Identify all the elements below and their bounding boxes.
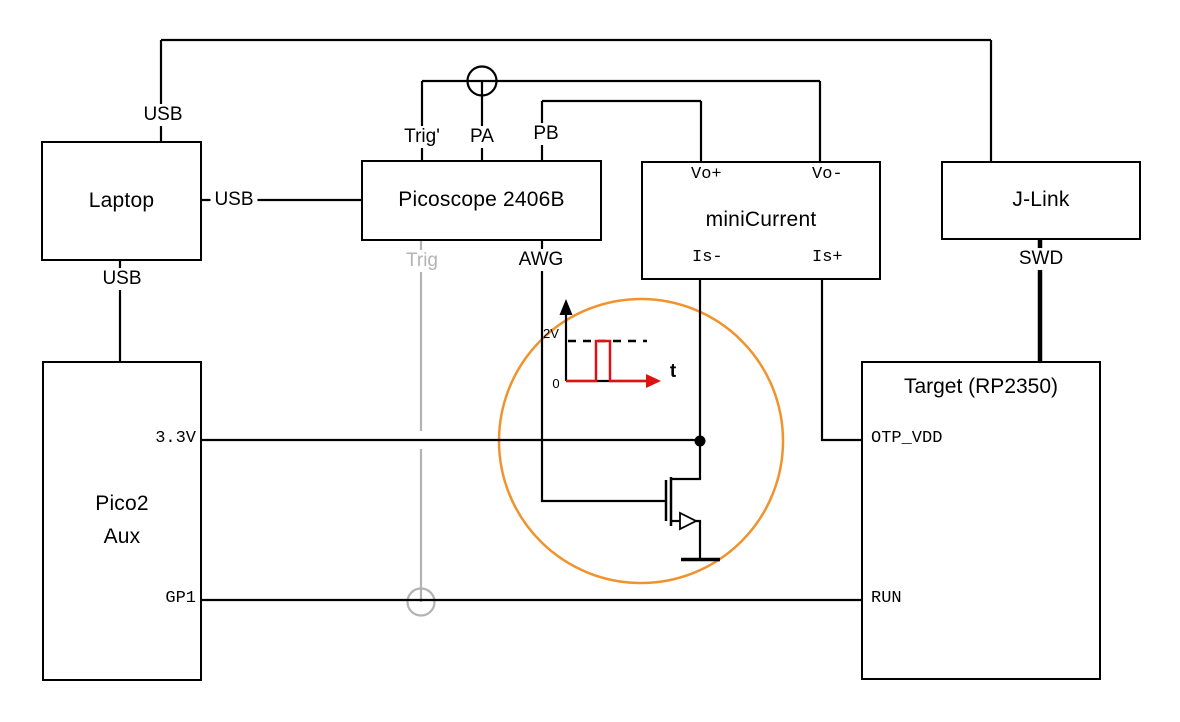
laptop-title: Laptop bbox=[88, 188, 155, 212]
label-trig-muted: Trig bbox=[401, 250, 443, 272]
inset-y-axis-arrow bbox=[559, 299, 573, 315]
port-is-plus: Is+ bbox=[812, 248, 843, 267]
mosfet-drain-lead bbox=[671, 441, 702, 481]
target-title: Target (RP2350) bbox=[903, 375, 1059, 398]
label-swd: SWD bbox=[1014, 248, 1068, 270]
label-usb-right: USB bbox=[210, 189, 258, 211]
laptop-box: Laptop bbox=[41, 141, 202, 261]
picoscope-box: Picoscope 2406B bbox=[361, 160, 602, 241]
pa-probe-circle bbox=[466, 65, 498, 97]
mosfet-source-down bbox=[695, 519, 702, 558]
jlink-box: J-Link bbox=[941, 161, 1141, 240]
wire-is-plus-to-otpvdd bbox=[820, 280, 861, 442]
target-box: Target (RP2350) bbox=[861, 361, 1101, 680]
inset-level-label: 2V bbox=[543, 326, 559, 342]
port-otp-vdd: OTP_VDD bbox=[871, 429, 943, 448]
label-usb-bottom: USB bbox=[98, 268, 146, 290]
jlink-title: J-Link bbox=[1012, 188, 1070, 212]
minicurrent-box: miniCurrent bbox=[641, 161, 881, 280]
minicurrent-title: miniCurrent bbox=[705, 208, 817, 232]
pico2aux-box: Pico2 Aux bbox=[42, 361, 202, 681]
port-3v3: 3.3V bbox=[155, 429, 196, 448]
inset-zero-label: 0 bbox=[552, 376, 560, 392]
label-usb-top: USB bbox=[139, 104, 187, 126]
inset-time-label: t bbox=[669, 361, 677, 383]
label-awg: AWG bbox=[514, 249, 568, 271]
inset-time-axis-arrow bbox=[646, 374, 661, 388]
port-gp1: GP1 bbox=[165, 589, 196, 608]
port-vo-minus: Vo- bbox=[812, 165, 843, 184]
pico2aux-title-line1: Pico2 bbox=[95, 492, 149, 516]
pico2aux-title-line2: Aux bbox=[103, 525, 141, 548]
junction-dot bbox=[694, 435, 706, 447]
pulse-waveform-inset bbox=[559, 299, 661, 388]
label-trig-prime: Trig' bbox=[400, 126, 444, 148]
picoscope-title: Picoscope 2406B bbox=[398, 188, 565, 212]
trig-probe-circle bbox=[406, 587, 436, 617]
label-pa: PA bbox=[466, 126, 498, 148]
mosfet-source-arrow bbox=[679, 511, 699, 531]
inset-pulse-trace bbox=[566, 339, 647, 383]
port-is-minus: Is- bbox=[692, 248, 723, 267]
port-run: RUN bbox=[871, 589, 902, 608]
port-vo-plus: Vo+ bbox=[691, 165, 722, 184]
pico2aux-title: Pico2 Aux bbox=[95, 488, 149, 553]
wire-awg-to-gate bbox=[540, 240, 665, 503]
label-pb: PB bbox=[529, 123, 563, 145]
